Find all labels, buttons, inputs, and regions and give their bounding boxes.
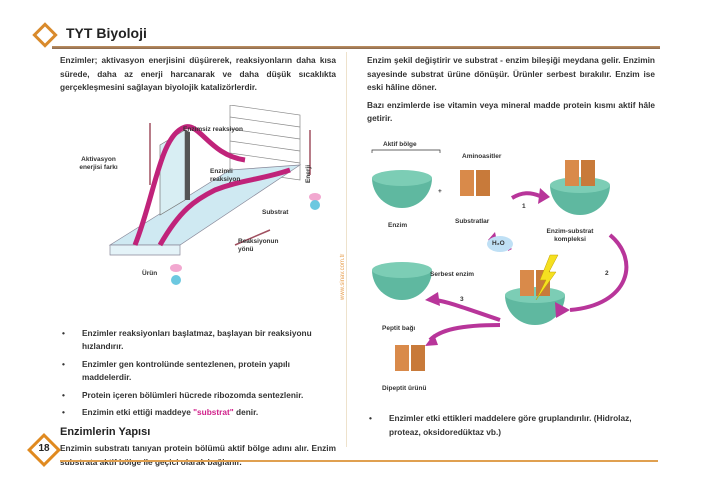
- label-substratlar: Substratlar: [455, 218, 490, 225]
- text: denir.: [233, 407, 259, 417]
- section-paragraph: Enzimin substratı tanıyan protein bölümü…: [60, 443, 336, 467]
- right-column: Enzim şekil değiştirir ve substrat - enz…: [367, 54, 655, 130]
- list-item: Enzimler etki ettikleri maddelere göre g…: [367, 412, 655, 439]
- header-diamond-icon: [32, 22, 58, 48]
- right-bullet-list: Enzimler etki ettikleri maddelere göre g…: [367, 412, 655, 443]
- label-aktif-bolge: Aktif bölge: [383, 141, 417, 148]
- label-substrat: Substrat: [262, 209, 289, 216]
- highlight-term: "substrat": [193, 407, 234, 417]
- header-divider: [52, 46, 660, 49]
- section-heading: Enzimlerin Yapısı: [60, 425, 151, 438]
- label-plus: +: [438, 188, 442, 195]
- label-urun: Ürün: [142, 270, 158, 277]
- label-enerji: Enerji: [305, 164, 313, 184]
- bullet-list: Enzimler reaksiyonları başlatmaz, başlay…: [60, 327, 336, 420]
- label-dipeptit: Dipeptit ürünü: [382, 385, 427, 392]
- label-step-2: 2: [605, 270, 609, 277]
- label-kompleks: Enzim-substrat kompleksi: [546, 228, 594, 243]
- list-item: Enzimler gen kontrolünde sentezlenen, pr…: [60, 358, 336, 385]
- paragraph: Enzim şekil değiştirir ve substrat - enz…: [367, 55, 655, 92]
- left-column: Enzimler; aktivasyon enerjisini düşürere…: [60, 54, 336, 473]
- label-aktivasyon: Aktivasyon enerjisi farkı: [79, 156, 118, 171]
- list-item: Protein içeren bölümleri hücrede ribozom…: [60, 389, 336, 403]
- activation-energy-diagram: [108, 105, 321, 285]
- label-serbest-enzim: Serbest enzim: [430, 271, 475, 278]
- watermark: www.sinav.com.tr: [340, 253, 346, 300]
- column-divider: [346, 52, 347, 447]
- page-number: 18: [38, 443, 50, 454]
- label-aminoasitler: Aminoasitler: [462, 153, 502, 160]
- label-peptit-bagi: Peptit bağı: [382, 325, 416, 332]
- label-enzim: Enzim: [388, 222, 408, 229]
- label-enzimsiz: Enzimsiz reaksiyon: [183, 126, 243, 133]
- list-item: Enzimler reaksiyonları başlatmaz, başlay…: [60, 327, 336, 354]
- text: Enzimin etki ettiği maddeye: [82, 407, 194, 417]
- label-enzimli: Enzimli reaksiyon: [210, 168, 241, 183]
- label-yon: Reaksiyonun yönü: [238, 238, 279, 253]
- paragraph: Bazı enzimlerde ise vitamin veya mineral…: [367, 99, 655, 124]
- label-step-3: 3: [460, 296, 464, 303]
- page-title: TYT Biyoloji: [66, 25, 147, 41]
- label-step-1: 1: [522, 203, 526, 210]
- footer-divider: [60, 460, 658, 462]
- label-h2o: H₂O: [492, 240, 505, 247]
- enzyme-mechanism-diagram: [371, 149, 629, 371]
- intro-paragraph: Enzimler; aktivasyon enerjisini düşürere…: [60, 55, 336, 92]
- list-item: Enzimin etki ettiği maddeye "substrat" d…: [60, 406, 336, 420]
